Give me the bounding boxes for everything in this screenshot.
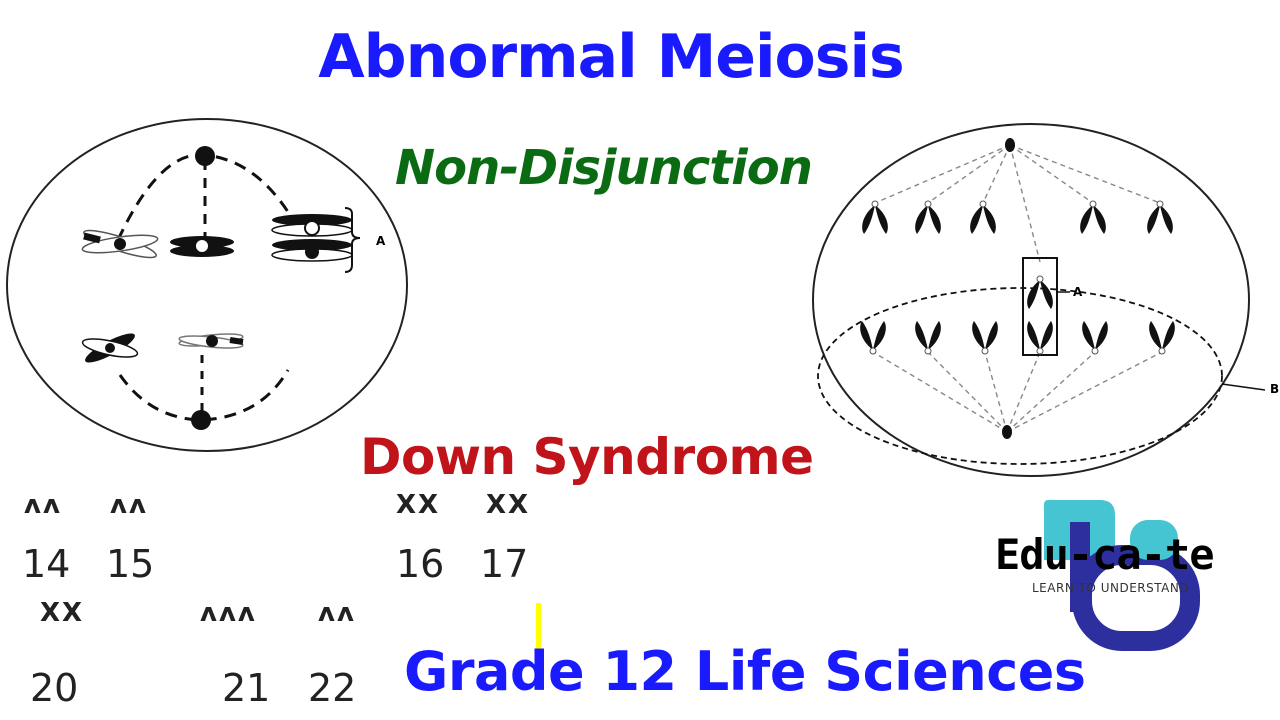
grade-label: Grade 12 Life Sciences [404,640,1086,703]
left-upper-centriole [195,146,215,166]
chromosome-pair-middle [170,236,234,257]
right-top-centromeres [871,200,1164,208]
logo-mark [1044,500,1200,651]
right-cell-label-b: B [1270,382,1280,396]
yellow-marker [536,603,541,658]
left-cell-membrane [6,118,408,452]
karyotype-number-17: 17 [480,542,529,586]
extra-chromatid-a [1027,280,1053,309]
right-cell-membrane [812,123,1250,477]
right-top-chromatids [862,205,1173,234]
right-upper-pole [1005,138,1015,152]
right-bottom-chromatids [860,321,1175,350]
karyotype-number-16: 16 [396,542,445,586]
right-cell-label-a: A [1073,285,1083,299]
right-upper-spindle-fibres [874,144,1161,263]
karyotype-number-14: 14 [22,542,71,586]
right-bottom-centromeres [869,347,1166,355]
karyotype-glyph-20: XX [40,598,85,628]
left-lower-centriole [191,410,211,430]
right-cell [812,123,1266,477]
karyotype-glyph-21: ʌʌʌ [200,598,257,628]
karyotype-glyph-22: ʌʌ [318,598,356,628]
non-disjunction-box [1022,257,1058,356]
page-title: Abnormal Meiosis [318,22,905,92]
chromosome-pair-lower-left [81,333,139,363]
right-lower-spindle-fibres [872,351,1163,433]
logo-name: Edu-ca-te [995,530,1215,579]
chromosome-pair-left [81,229,159,259]
left-cell-label-a: A [376,234,386,248]
heading-down-syndrome: Down Syndrome [360,428,814,486]
karyotype-number-15: 15 [106,542,155,586]
karyotype-glyph-15: ʌʌ [110,490,148,520]
right-lower-pole [1002,425,1012,439]
right-cell-division-plane [817,287,1223,465]
subtitle-non-disjunction: Non-Disjunction [395,140,813,196]
karyotype-glyph-17: XX [486,490,531,520]
karyotype-glyph-16: XX [396,490,441,520]
chromosome-group-a [271,207,361,273]
karyotype-glyph-14: ʌʌ [24,490,62,520]
logo-tagline: LEARN TO UNDERSTAND [1032,581,1190,595]
logo-teal-accent [1130,520,1178,560]
karyotype-number-20: 20 [30,666,79,710]
karyotype-number-22: 22 [308,666,357,710]
left-lower-spindle [118,369,290,422]
logo-navy-bar [1070,522,1090,612]
chromosome-pair-lower-middle [178,333,244,349]
karyotype-number-21: 21 [222,666,271,710]
left-cell [6,118,408,452]
